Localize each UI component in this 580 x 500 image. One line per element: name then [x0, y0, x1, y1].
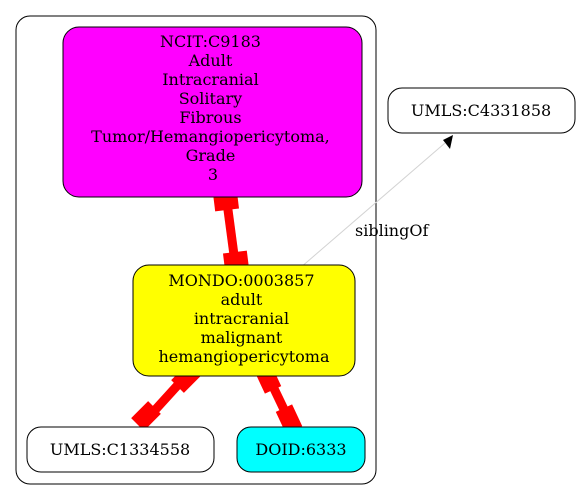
- node-label: DOID:6333: [255, 440, 346, 459]
- node-label-line: Adult: [188, 51, 233, 70]
- edge-ncit-mondo: [212, 190, 250, 272]
- node-box: [132, 264, 356, 377]
- node-label: UMLS:C4331858: [411, 101, 551, 120]
- node-label-line: 3: [208, 165, 218, 184]
- cluster-box: [15, 15, 377, 485]
- node-label-line: intracranial: [194, 309, 289, 328]
- node-label-line: NCIT:C9183: [160, 32, 261, 51]
- node-mondo-0003857[interactable]: MONDO:0003857 adult intracranial maligna…: [132, 264, 356, 377]
- node-label-line: MONDO:0003857: [168, 271, 314, 290]
- node-doid-6333[interactable]: DOID:6333: [236, 426, 366, 473]
- node-box: [387, 87, 576, 134]
- node-label-line: Tumor/Hemangiopericytoma,: [91, 127, 330, 146]
- edge-label-siblingof: siblingOf: [355, 221, 429, 240]
- edge-siblingof-arrowhead: [443, 135, 453, 149]
- node-label-line: Fibrous: [179, 108, 241, 127]
- node-box: [26, 426, 215, 473]
- node-umls-c1334558[interactable]: UMLS:C1334558: [26, 426, 215, 473]
- node-label-line: malignant: [201, 328, 283, 347]
- node-label: UMLS:C1334558: [50, 440, 190, 459]
- node-label-line: adult: [221, 290, 263, 309]
- node-label-line: Grade: [186, 146, 236, 165]
- node-label-line: Intracranial: [162, 70, 258, 89]
- node-ncit-c9183[interactable]: NCIT:C9183 Adult Intracranial Solitary F…: [62, 26, 363, 198]
- edge-siblingof: [299, 142, 446, 269]
- node-label-line: hemangiopericytoma: [158, 347, 329, 366]
- svg-text:MONDO:0003857 adult: MONDO:0003857 adult intracranial maligna…: [158, 271, 329, 366]
- node-box: [236, 426, 366, 473]
- node-umls-c4331858[interactable]: UMLS:C4331858: [387, 87, 576, 134]
- svg-text:NCIT:C9183 Adult I: NCIT:C9183 Adult Intracranial Solitary F…: [91, 32, 335, 184]
- node-box: [62, 26, 363, 198]
- node-label-line: Solitary: [179, 89, 242, 108]
